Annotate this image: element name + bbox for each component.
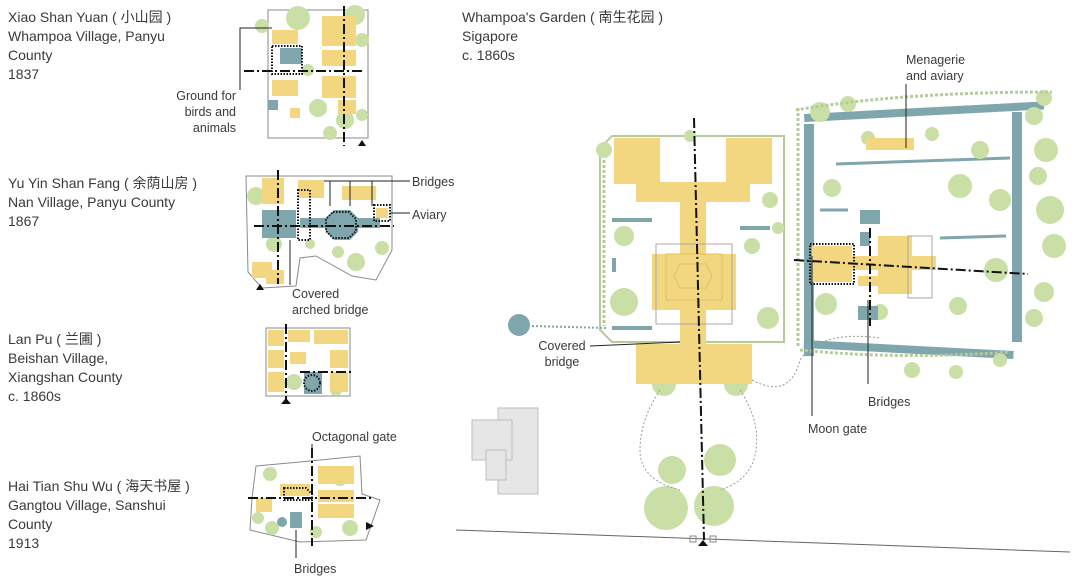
title-lan-pu: Lan Pu ( 兰圃 ) Beishan Village, Xiangshan… (8, 330, 122, 406)
label-line: arched bridge (292, 303, 369, 317)
garden-location: Sigapore (462, 28, 519, 44)
label-menagerie-and-aviary: Menagerie and aviary (906, 52, 965, 84)
garden-year: 1867 (8, 213, 40, 229)
label-bridges-whampoa: Bridges (868, 395, 911, 409)
garden-location: Nan Village, Panyu County (8, 194, 176, 210)
label-line: animals (192, 121, 236, 135)
title-yu-yin-shan-fang: Yu Yin Shan Fang ( 余荫山房 ) Nan Village, P… (8, 174, 197, 231)
label-octagonal-gate: Octagonal gate (312, 430, 397, 444)
label-line: birds and (184, 105, 236, 119)
garden-location: Gangtou Village, Sanshui (8, 497, 166, 513)
main-house (614, 138, 772, 384)
garden-year: c. 1860s (462, 47, 515, 63)
label-line: and aviary (906, 69, 964, 83)
title-whampoa-garden: Whampoa's Garden ( 南生花园 ) Sigapore c. 18… (462, 8, 663, 65)
menagerie-enclosure (795, 90, 1066, 379)
label-ground-for-birds: Ground for birds and animals (150, 88, 236, 136)
label-bridges-haitian: Bridges (294, 562, 337, 576)
garden-location: Beishan Village, (8, 350, 109, 366)
garden-location: Whampoa Village, Panyu (8, 28, 165, 44)
title-hai-tian-shu-wu: Hai Tian Shu Wu ( 海天书屋 ) Gangtou Village… (8, 477, 190, 553)
garden-location: Xiangshan County (8, 369, 123, 385)
label-covered-arched-bridge: Covered arched bridge (292, 286, 368, 318)
plan-lan-pu (265, 324, 354, 404)
label-moon-gate: Moon gate (808, 422, 868, 436)
garden-name: Yu Yin Shan Fang ( 余荫山房 ) (8, 175, 198, 191)
garden-year: 1837 (8, 66, 40, 82)
label-bridges-yuyin: Bridges (412, 175, 455, 189)
garden-location: County (8, 516, 53, 532)
garden-year: 1913 (8, 535, 40, 551)
label-line: Menagerie (906, 53, 966, 67)
label-line: Ground for (176, 89, 236, 103)
label-line: bridge (544, 355, 580, 369)
title-xiao-shan-yuan: Xiao Shan Yuan ( 小山园 ) Whampoa Village, … (8, 8, 171, 84)
label-aviary: Aviary (412, 208, 447, 222)
label-line: Covered (292, 287, 340, 301)
plan-xiao-shan-yuan (239, 5, 369, 146)
garden-year: c. 1860s (8, 388, 61, 404)
garden-location: County (8, 47, 53, 63)
garden-name: Xiao Shan Yuan ( 小山园 ) (8, 9, 172, 25)
plan-hai-tian-shu-wu (248, 444, 381, 558)
plan-whampoa-garden (455, 84, 1071, 553)
garden-name: Hai Tian Shu Wu ( 海天书屋 ) (8, 478, 190, 494)
garden-name: Lan Pu ( 兰圃 ) (8, 331, 102, 347)
garden-name: Whampoa's Garden ( 南生花园 ) (462, 9, 664, 25)
label-line: Covered (538, 339, 586, 353)
label-covered-bridge: Covered bridge (532, 338, 592, 370)
plan-yu-yin-shan-fang (245, 170, 410, 290)
